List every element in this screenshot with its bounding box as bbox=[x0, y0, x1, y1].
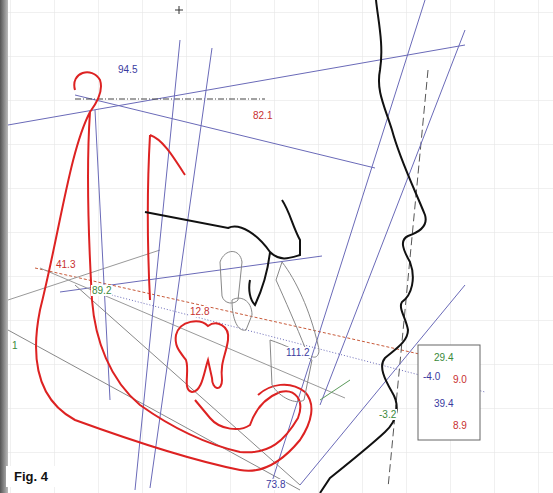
angle-value: 41.3 bbox=[55, 259, 76, 270]
figure-label: Fig. 4 bbox=[6, 466, 56, 487]
angle-value: 89.2 bbox=[91, 285, 112, 296]
table-cell: 9.0 bbox=[452, 374, 468, 385]
angle-value: 12.8 bbox=[189, 306, 210, 317]
angle-value: 111.2 bbox=[285, 347, 311, 358]
soft-tissue-profile bbox=[320, 0, 426, 493]
reference-lines bbox=[8, 0, 485, 490]
distance-value: -3.2 bbox=[378, 409, 397, 420]
angle-value: 94.5 bbox=[117, 64, 138, 75]
mandible-outline bbox=[36, 72, 311, 470]
angle-value: 82.1 bbox=[252, 110, 273, 121]
value-table bbox=[418, 345, 480, 440]
distance-value: -4.0 bbox=[422, 371, 441, 382]
crosshair bbox=[175, 6, 183, 14]
image-strip bbox=[0, 0, 8, 493]
maxilla-outline bbox=[145, 200, 300, 305]
teeth bbox=[220, 252, 319, 402]
table-cell: 8.9 bbox=[452, 420, 468, 431]
molar bbox=[176, 321, 229, 392]
edge-value: 1 bbox=[11, 340, 19, 351]
table-cell: 39.4 bbox=[433, 398, 454, 409]
table-cell: 29.4 bbox=[433, 352, 454, 363]
angle-value: 73.8 bbox=[265, 479, 286, 490]
